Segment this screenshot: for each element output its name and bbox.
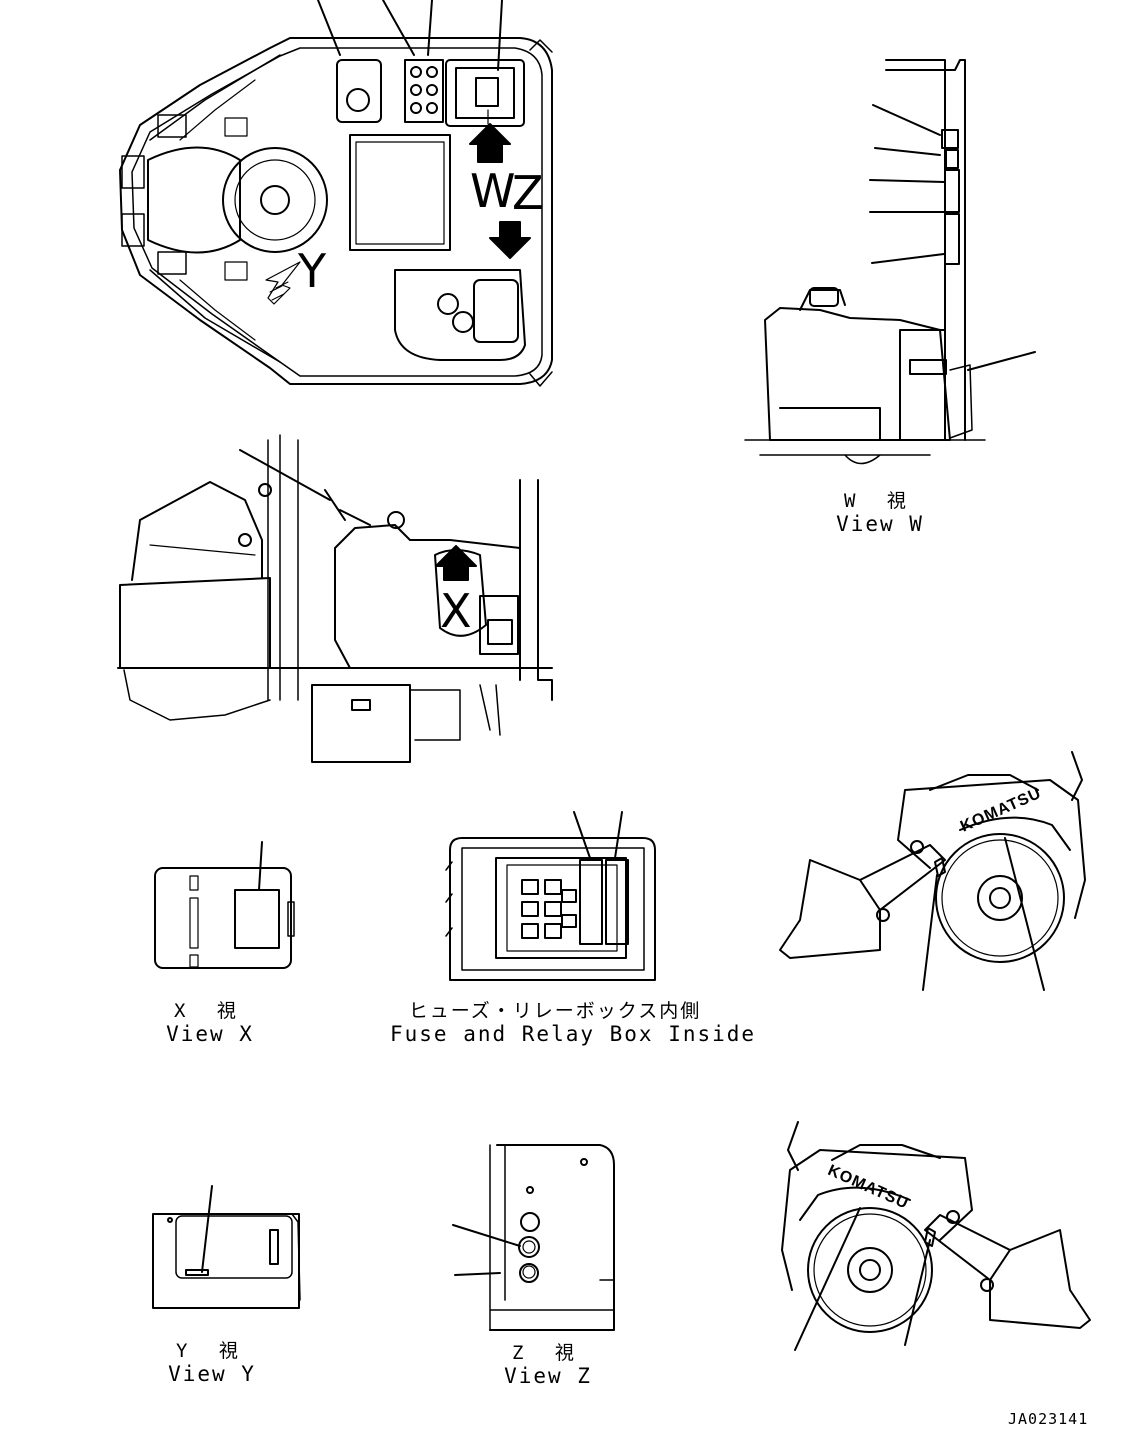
view-y-en: View Y xyxy=(168,1362,256,1386)
arrow-label-x: X xyxy=(440,584,472,638)
view-x-jp: X 視 xyxy=(174,1000,246,1022)
loader-side-view-1 xyxy=(779,751,1086,991)
view-w-jp: W 視 xyxy=(844,490,916,512)
arrow-label-w: W xyxy=(470,164,516,218)
fuse-box-jp: ヒューズ・リレーボックス内側 xyxy=(408,1000,702,1022)
arrow-label-z: Z xyxy=(512,166,544,220)
fuse-box-drawing xyxy=(445,811,656,981)
view-z-drawing xyxy=(452,1144,615,1331)
view-z-en: View Z xyxy=(504,1364,592,1388)
view-y-jp: Y 視 xyxy=(176,1340,248,1362)
drawing-code: JA023141 xyxy=(1008,1410,1089,1428)
loader-side-view-2 xyxy=(781,1121,1091,1351)
view-z-jp: Z 視 xyxy=(512,1342,584,1364)
fuse-box-en: Fuse and Relay Box Inside xyxy=(390,1022,757,1046)
view-x-en: View X xyxy=(166,1022,254,1046)
view-x-drawing xyxy=(154,841,295,969)
cab-top-view xyxy=(119,0,553,387)
view-y-drawing xyxy=(152,1185,301,1309)
view-w-drawing xyxy=(744,59,1036,465)
cab-side-view xyxy=(117,434,553,763)
view-w-en: View W xyxy=(836,512,924,536)
arrow-label-y: Y xyxy=(298,244,327,298)
